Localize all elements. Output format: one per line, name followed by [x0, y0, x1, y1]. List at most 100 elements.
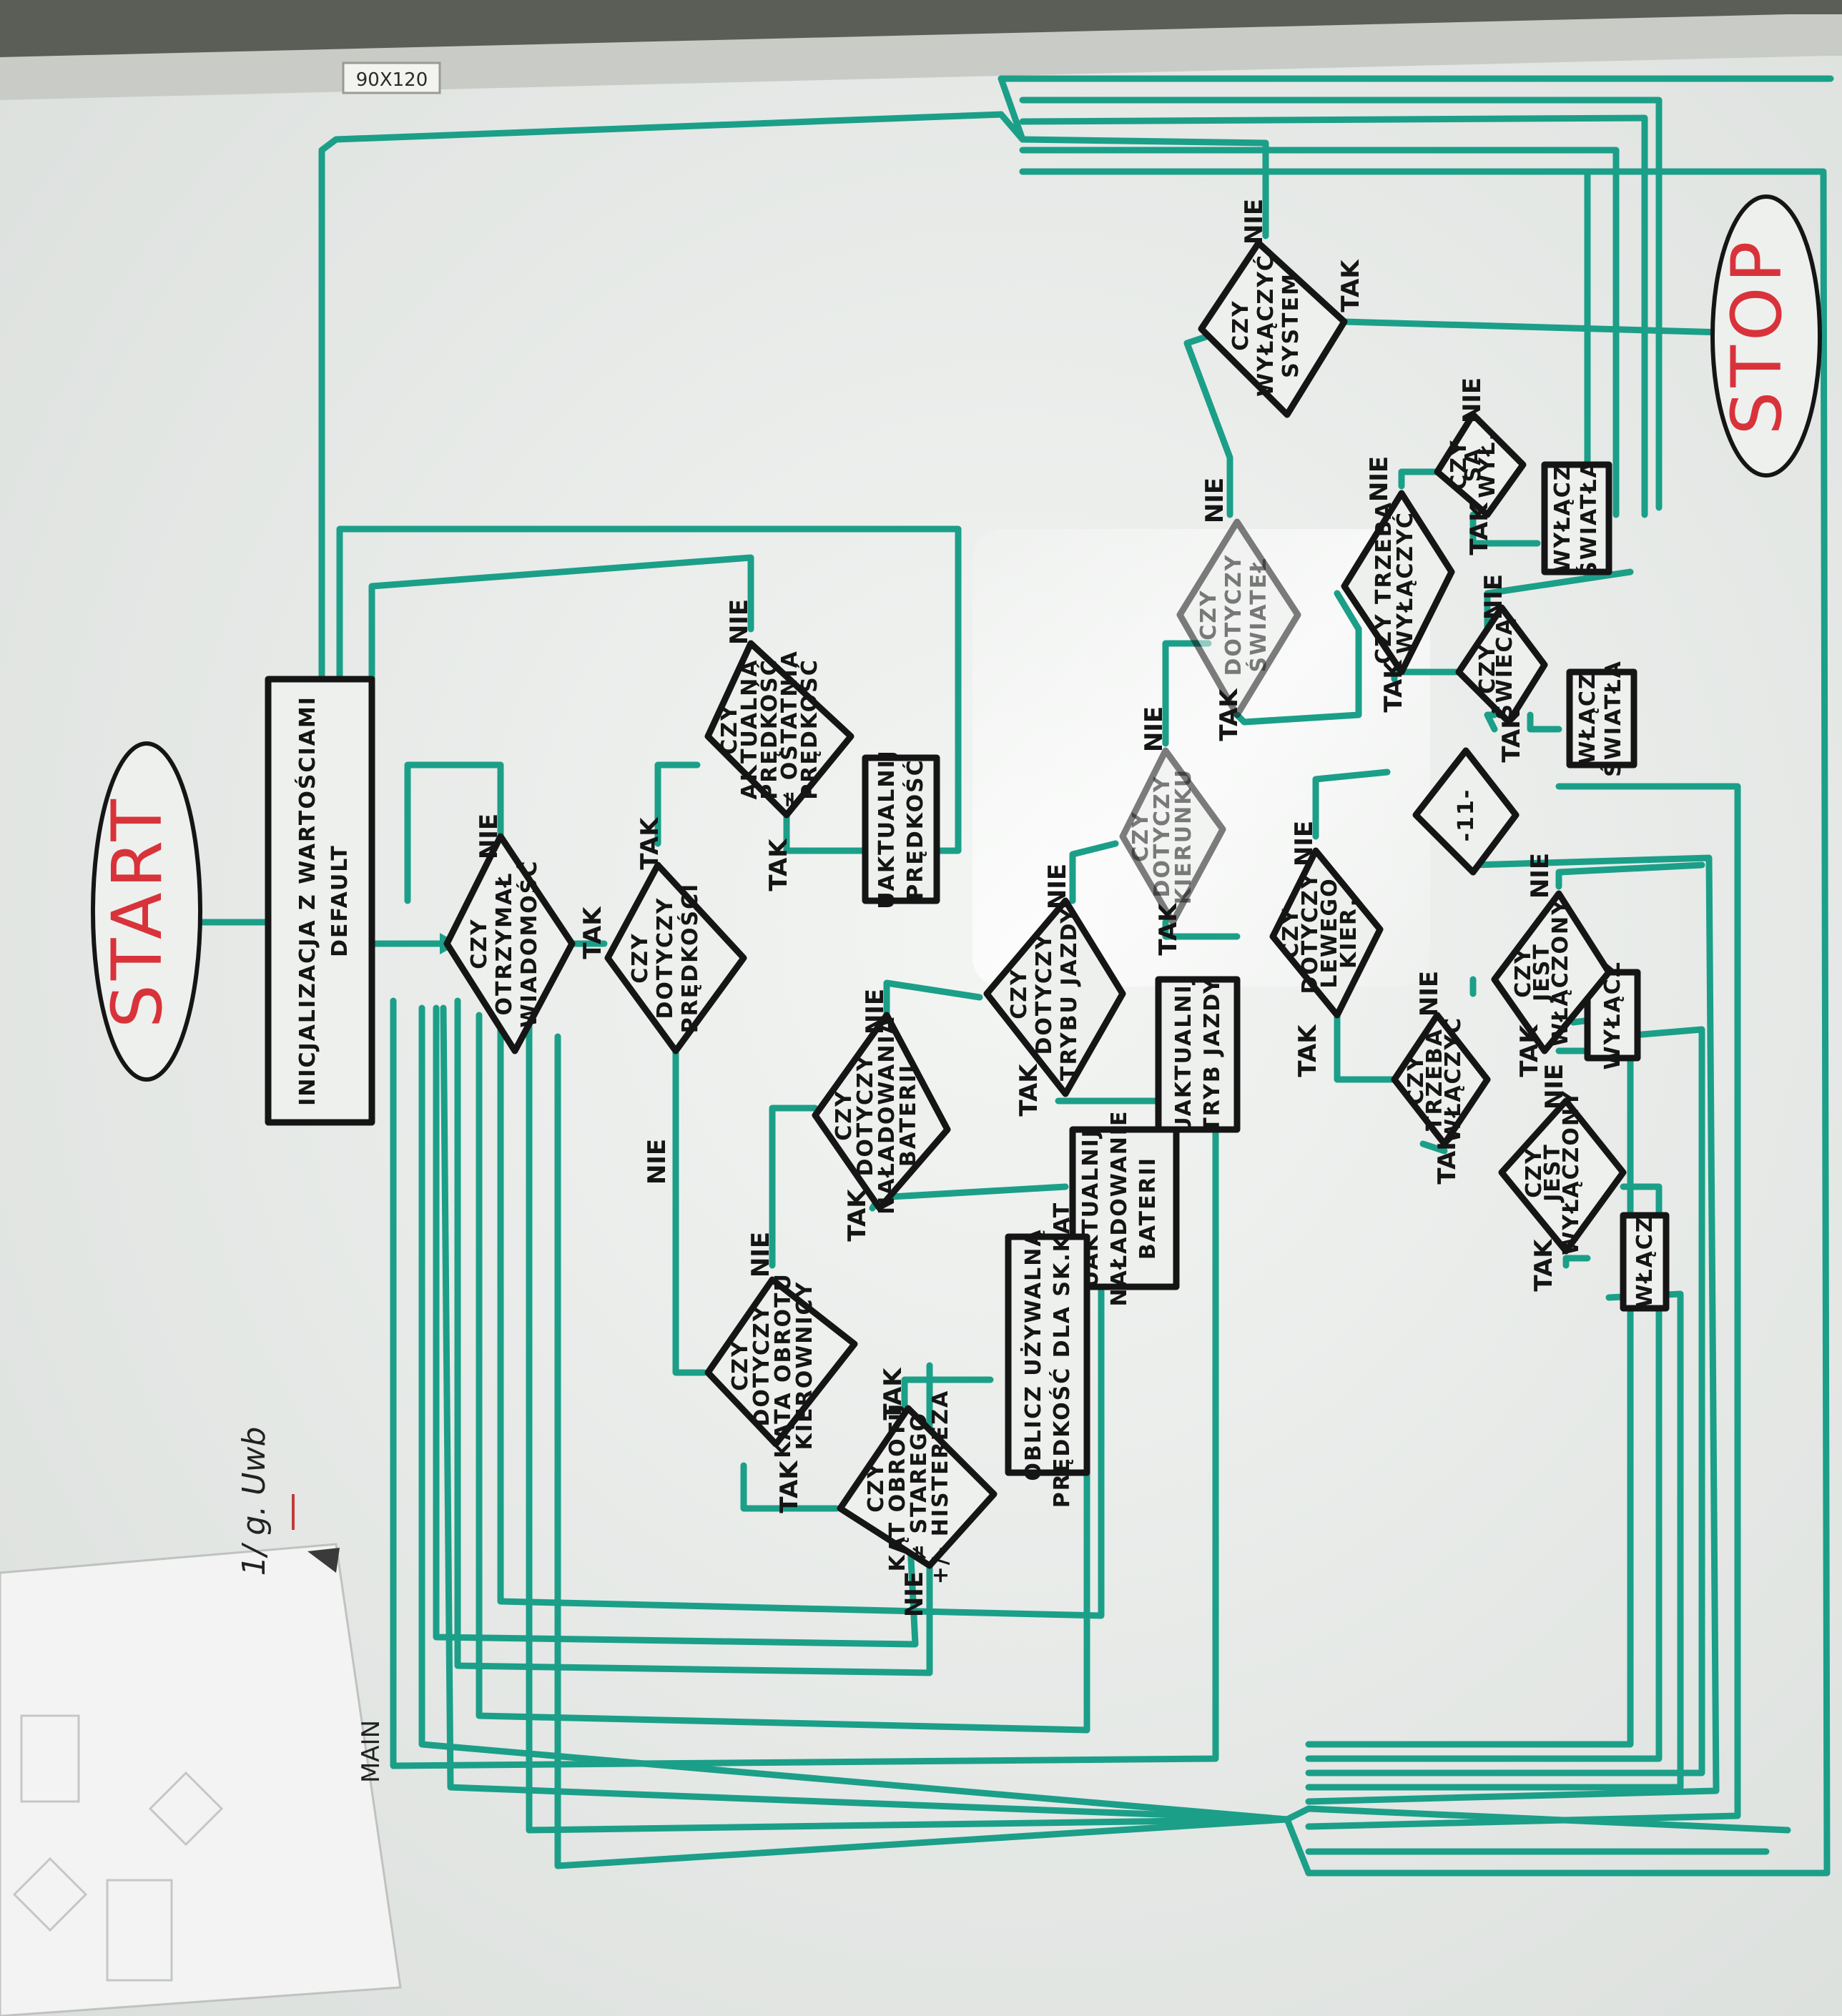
label-lights-yes: TAK	[1215, 688, 1243, 741]
decision-is-angle-line-1: CZY	[728, 1340, 753, 1391]
process-init-line-1: INICJALIZACJA Z WARTOŚCIAMI	[294, 696, 320, 1106]
decision-need-on-line-1: CZY	[1404, 1054, 1429, 1105]
decision-are-off-line-3: WYŁ.	[1475, 431, 1500, 498]
label-mode-yes: TAK	[1015, 1063, 1043, 1117]
decision-same: -11-	[1412, 747, 1520, 876]
start-terminal: START	[91, 741, 202, 1082]
decision-are-on-line-1: CZY	[1475, 643, 1500, 694]
decision-angle-diff: CZY KĄT OBROTU ≠ STAREGO +/- HISTEREZA	[837, 1390, 998, 1584]
decision-is-angle-line-4: KIEROWNICY	[792, 1281, 817, 1451]
decision-msg-line-3: WIADOMOŚĆ	[516, 860, 542, 1028]
label-need-off-yes: TAK	[1379, 659, 1408, 713]
process-lights-on: WŁĄCZ ŚWIATŁA	[1566, 660, 1637, 777]
decision-angle-diff-line-2: KĄT OBROTU	[885, 1403, 910, 1572]
process-lights-off-line-1: WYŁĄCZ	[1550, 463, 1575, 573]
decision-is-left: CZY DOTYCZY LEWEGO KIER.	[1269, 847, 1384, 1019]
label-shutdown-yes: TAK	[1336, 259, 1365, 312]
decision-is-battery: CZY DOTYCZY NAŁADOWANIA BATERII	[812, 1012, 951, 1215]
decision-are-off-line-1: CZY	[1447, 439, 1472, 490]
decision-are-on: CZY ŚWIECĄ	[1455, 604, 1548, 726]
decision-need-on: CZY TRZEBA WŁĄCZYĆ	[1391, 1012, 1491, 1147]
decision-speed-diff: CZY AKTUALNA PRĘDKOŚĆ ≠ OSTATNIA PRĘDKOŚ…	[704, 640, 854, 819]
decision-is-lights-line-3: ŚWIATEŁ	[1245, 558, 1271, 673]
decision-is-shutdown-line-3: SYSTEM	[1279, 272, 1304, 378]
decision-is-speed-line-3: PRĘDKOŚCI	[676, 883, 703, 1034]
decision-is-angle-line-3: KĄTA OBROTU	[771, 1273, 796, 1458]
decision-is-on2: CZY JEST WYŁĄCZONY	[1498, 1089, 1627, 1255]
label-are-on-yes: TAK	[1497, 709, 1526, 763]
process-upd-mode-line-2: TRYB JAZDY	[1200, 977, 1225, 1132]
decision-is-left-line-1: CZY	[1279, 907, 1304, 959]
label-need-on-no: NIE	[1415, 971, 1444, 1017]
decision-is-speed: CZY DOTYCZY PRĘDKOŚCI	[604, 861, 747, 1054]
label-msg-no: NIE	[475, 814, 503, 859]
decision-speed-diff-line-3: PRĘDKOŚĆ	[756, 658, 782, 800]
label-is-on-no: NIE	[1526, 853, 1555, 899]
label-is-on2-yes: TAK	[1530, 1238, 1558, 1292]
decision-msg-line-1: CZY	[467, 918, 492, 969]
edge-labels: NIE TAK TAK NIE NIE TAK NIE TAK NIE TAK …	[475, 199, 1569, 1617]
decision-is-indicator-line-1: CZY	[1128, 811, 1153, 862]
label-speed-diff-yes: TAK	[764, 838, 793, 891]
decision-is-on2-line-2: JEST	[1540, 1143, 1565, 1203]
decision-is-shutdown-line-2: WYŁĄCZYĆ	[1252, 254, 1279, 397]
start-label: START	[97, 795, 177, 1028]
process-init: INICJALIZACJA Z WARTOŚCIAMI DEFAULT	[265, 676, 375, 1126]
decision-is-mode-line-2: DOTYCZY	[1032, 932, 1057, 1054]
stop-label: STOP	[1717, 237, 1797, 435]
decision-is-left-line-2: DOTYCZY	[1298, 871, 1323, 994]
side-paper: MAIN	[0, 1543, 402, 2016]
decision-is-on2-line-1: CZY	[1522, 1147, 1547, 1198]
decision-is-angle: CZY DOTYCZY KĄTA OBROTU KIEROWNICY	[704, 1273, 858, 1458]
decision-need-on-line-3: WŁĄCZYĆ	[1439, 1017, 1466, 1142]
process-upd-speed: UAKTUALNIJ PRĘDKOŚĆ	[862, 749, 940, 909]
label-angle-diff-no: NIE	[900, 1571, 929, 1617]
decision-is-lights-line-1: CZY	[1196, 589, 1221, 641]
label-speed-diff-no: NIE	[725, 599, 754, 645]
decision-is-battery-line-2: DOTYCZY	[853, 1054, 878, 1176]
label-are-on-no: NIE	[1479, 574, 1508, 620]
margin-note-text: 1/ g. Uwb	[236, 1427, 272, 1576]
stop-terminal: STOP	[1710, 194, 1822, 478]
side-paper-label: MAIN	[357, 1720, 385, 1783]
decision-is-on-line-1: CZY	[1511, 947, 1536, 998]
label-need-on-yes: TAK	[1433, 1131, 1462, 1185]
label-msg-yes: TAK	[578, 906, 607, 959]
process-lights-off: WYŁĄCZ ŚWIATŁA	[1541, 460, 1612, 577]
decision-is-angle-line-2: DOTYCZY	[749, 1304, 774, 1426]
decision-msg-line-2: OTRZYMAŁ	[492, 872, 517, 1016]
decision-is-left-line-4: KIER.	[1336, 897, 1361, 969]
decision-nodes: CZY OTRZYMAŁ WIADOMOŚĆ CZY DOTYCZY PRĘDK…	[443, 239, 1627, 1584]
process-upd-battery: UAKTUALNIJ NAŁADOWANIE BATERII	[1069, 1110, 1180, 1306]
label-are-off-no: NIE	[1458, 377, 1487, 423]
process-upd-speed-line-1: UAKTUALNIJ	[875, 749, 900, 909]
decision-msg: CZY OTRZYMAŁ WIADOMOŚĆ	[443, 833, 576, 1054]
process-speed-calc-line-2: PRĘDKOŚĆ DLA SK.KĄT	[1048, 1202, 1075, 1508]
process-nodes: INICJALIZACJA Z WARTOŚCIAMI DEFAULT UAKT…	[265, 460, 1670, 1508]
decision-is-indicator-line-2: DOTYCZY	[1150, 775, 1175, 897]
label-indicator-yes: TAK	[1154, 902, 1183, 956]
size-sticker-label: 90X120	[356, 69, 428, 91]
decision-is-on-line-2: JEST	[1530, 943, 1555, 1003]
decision-angle-diff-line-3: ≠ STAREGO	[907, 1412, 932, 1562]
decision-is-speed-line-1: CZY	[628, 932, 653, 984]
label-left-yes: TAK	[1294, 1024, 1322, 1077]
decision-is-battery-line-1: CZY	[832, 1089, 857, 1141]
decision-angle-diff-line-4: +/- HISTEREZA	[928, 1390, 953, 1584]
decision-is-shutdown: CZY WYŁĄCZYĆ SYSTEM	[1198, 239, 1348, 418]
label-mode-no: NIE	[1043, 864, 1072, 909]
process-init-line-2: DEFAULT	[327, 844, 353, 957]
label-lights-no: NIE	[1201, 478, 1229, 523]
decision-speed-diff-line-2: AKTUALNA	[737, 658, 762, 799]
decision-are-off-line-2: SĄ	[1461, 448, 1486, 483]
process-lights-off-line-2: ŚWIATŁA	[1575, 460, 1602, 577]
decision-need-on-line-2: TRZEBA	[1422, 1028, 1447, 1131]
margin-note: 1/ g. Uwb	[236, 1427, 295, 1576]
decision-is-battery-line-3: NAŁADOWANIA	[875, 1016, 900, 1215]
decision-is-on2-line-3: WYŁĄCZONY	[1559, 1089, 1584, 1255]
process-upd-speed-line-2: PRĘDKOŚĆ	[902, 759, 928, 900]
label-need-off-no: NIE	[1365, 456, 1394, 502]
decision-same-line-1: -11-	[1454, 789, 1479, 842]
decision-need-off: CZY TRZEBA WYŁĄCZYĆ	[1341, 490, 1455, 676]
